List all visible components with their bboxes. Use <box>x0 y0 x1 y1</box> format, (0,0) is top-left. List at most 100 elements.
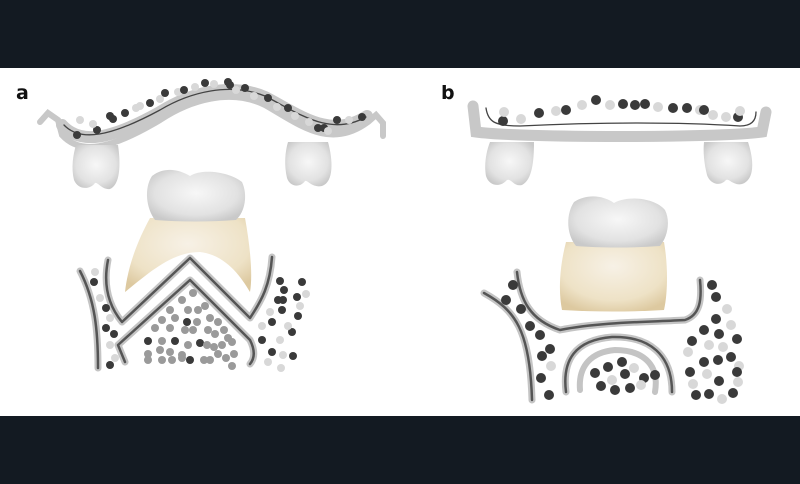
bone-particle <box>146 99 154 107</box>
bone-particle <box>577 100 587 110</box>
bone-particle <box>688 379 698 389</box>
bone-particle <box>294 312 302 320</box>
bone-particle <box>620 369 630 379</box>
bone-particle <box>617 357 627 367</box>
bone-particle <box>728 388 738 398</box>
alveolar-bone-lines <box>76 253 276 372</box>
bone-particle <box>189 326 197 334</box>
bone-particle <box>228 362 236 370</box>
bone-particle <box>106 341 114 349</box>
bone-particle <box>561 105 571 115</box>
bone-particle <box>186 356 194 364</box>
bone-particle <box>711 314 721 324</box>
tooth-crown <box>146 169 246 222</box>
bone-particle <box>203 341 211 349</box>
bone-particle <box>708 110 718 120</box>
bone-particle <box>284 104 292 112</box>
pontic-tooth-left-b <box>485 142 534 186</box>
bone-particle <box>590 368 600 378</box>
bone-particle <box>618 99 628 109</box>
upper-prosthesis-band <box>37 84 386 150</box>
bone-particle <box>717 394 727 404</box>
bone-particle <box>206 314 214 322</box>
bone-particle <box>210 343 218 351</box>
panel-a-illustration <box>37 78 386 372</box>
bone-particle <box>166 324 174 332</box>
alveolar-bone-lines-b <box>480 268 705 404</box>
bone-particle <box>178 296 186 304</box>
bone-particle <box>228 338 236 346</box>
bone-particle <box>277 364 285 372</box>
bone-particle <box>144 356 152 364</box>
bone-particle <box>189 289 197 297</box>
bone-particle <box>264 358 272 366</box>
bone-particle <box>226 81 234 89</box>
pontic-tooth-left <box>72 145 120 190</box>
bone-particle <box>201 79 209 87</box>
bone-particle <box>687 336 697 346</box>
bone-particle <box>89 120 97 128</box>
bone-particle <box>93 126 101 134</box>
bone-particle <box>181 326 189 334</box>
bone-particle <box>682 103 692 113</box>
bone-particle <box>625 383 635 393</box>
bone-particle <box>501 295 511 305</box>
bone-particle <box>289 352 297 360</box>
bone-particle <box>699 105 709 115</box>
bone-particle <box>158 356 166 364</box>
bone-particle <box>704 389 714 399</box>
bone-particles-b <box>498 95 745 404</box>
bone-particle <box>166 306 174 314</box>
bone-particle <box>106 314 114 322</box>
bone-particle <box>171 337 179 345</box>
bone-particle <box>161 89 169 97</box>
bone-particle <box>732 334 742 344</box>
bone-particle <box>180 86 188 94</box>
bone-particles-a <box>73 78 366 372</box>
bone-particle <box>508 280 518 290</box>
bone-particle <box>276 277 284 285</box>
bone-particle <box>102 304 110 312</box>
bone-particle <box>73 131 81 139</box>
bone-particle <box>211 330 219 338</box>
bone-particle <box>151 324 159 332</box>
bone-particle <box>305 118 313 126</box>
bone-particle <box>640 99 650 109</box>
bone-particle <box>144 350 152 358</box>
bone-particle <box>178 354 186 362</box>
bone-particle <box>158 337 166 345</box>
bone-particle <box>610 385 620 395</box>
bone-particle <box>266 308 274 316</box>
panel-label-b: b <box>441 82 455 104</box>
bone-particle <box>156 95 164 103</box>
bone-particle <box>230 350 238 358</box>
bone-particle <box>158 316 166 324</box>
bone-particle <box>358 113 366 121</box>
bone-particle <box>194 306 202 314</box>
bone-particle <box>106 361 114 369</box>
bone-particle <box>298 278 306 286</box>
bone-particle <box>714 376 724 386</box>
bone-particle <box>91 268 99 276</box>
bone-particle <box>636 380 646 390</box>
bone-particle <box>726 352 736 362</box>
dental-diagram <box>37 78 772 404</box>
bone-particle <box>296 302 304 310</box>
bone-particle <box>545 344 555 354</box>
bone-particle <box>525 321 535 331</box>
bone-particle <box>111 354 119 362</box>
bone-particle <box>196 339 204 347</box>
bone-particle <box>110 330 118 338</box>
bone-particle <box>596 381 606 391</box>
bone-particle <box>713 355 723 365</box>
bone-particle <box>702 369 712 379</box>
panel-label-a: a <box>16 82 29 104</box>
bone-particle <box>516 114 526 124</box>
bone-particle <box>732 367 742 377</box>
tooth-crown-b <box>568 196 668 248</box>
bone-particle <box>278 306 286 314</box>
bone-particle <box>711 292 721 302</box>
bone-particle <box>171 314 179 322</box>
bone-particle <box>90 278 98 286</box>
bone-particle <box>718 342 728 352</box>
